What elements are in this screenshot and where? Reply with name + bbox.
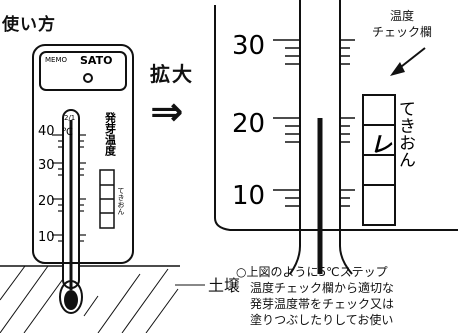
temp-check-callout: 温度 チェック欄 xyxy=(372,8,432,40)
large-ticks xyxy=(273,39,355,207)
note-line-2: 温度チェック欄から適切な xyxy=(250,281,395,295)
right-double-arrow-icon: ⇒ xyxy=(150,89,184,135)
soil-hatching xyxy=(0,265,180,333)
note-line-4: 塗りつぶしたりしてお使い xyxy=(250,313,394,327)
callout-arrow xyxy=(390,47,426,76)
bulb-outline xyxy=(59,280,83,314)
large-tick-30: 30 xyxy=(232,31,265,61)
large-thermometer xyxy=(214,0,458,275)
note-text: ○上図のように5℃ステップ 温度チェック欄から適切な 発芽温度帯をチェック又は … xyxy=(236,264,394,328)
large-card-outline xyxy=(214,5,458,231)
large-tick-10: 10 xyxy=(232,181,265,211)
thermometer-header-box xyxy=(39,51,127,91)
bulb xyxy=(64,290,78,310)
memo-label: MEMO xyxy=(45,56,68,64)
small-tick-20: 20 xyxy=(38,194,55,209)
callout-line-1: 温度 xyxy=(390,9,415,23)
thermometer-card xyxy=(32,44,134,264)
callout-line-2: チェック欄 xyxy=(372,25,433,39)
germination-temp-label: 発芽温度 xyxy=(104,111,118,157)
small-tick-10: 10 xyxy=(38,230,55,245)
page-title: 使い方 xyxy=(2,15,56,35)
large-tick-20: 20 xyxy=(232,109,265,139)
enlarge-label: 拡大 xyxy=(150,62,194,86)
large-check-label: てきおん xyxy=(395,100,415,168)
soil-label: 土壌 xyxy=(208,276,241,295)
large-check-column xyxy=(362,94,396,226)
small-ticks xyxy=(52,134,86,242)
check-mark: レ xyxy=(370,133,393,158)
small-tick-30: 30 xyxy=(38,158,55,173)
note-line-3: 発芽温度帯をチェック又は xyxy=(250,297,395,311)
date-mark: 2/1 xyxy=(64,114,75,122)
note-line-1: ○上図のように5℃ステップ xyxy=(236,265,388,279)
unit-label: ℃ xyxy=(62,127,73,138)
small-tick-40: 40 xyxy=(38,124,55,139)
small-check-label: てきおん xyxy=(117,187,125,215)
brand-logo: SATO xyxy=(80,54,112,67)
